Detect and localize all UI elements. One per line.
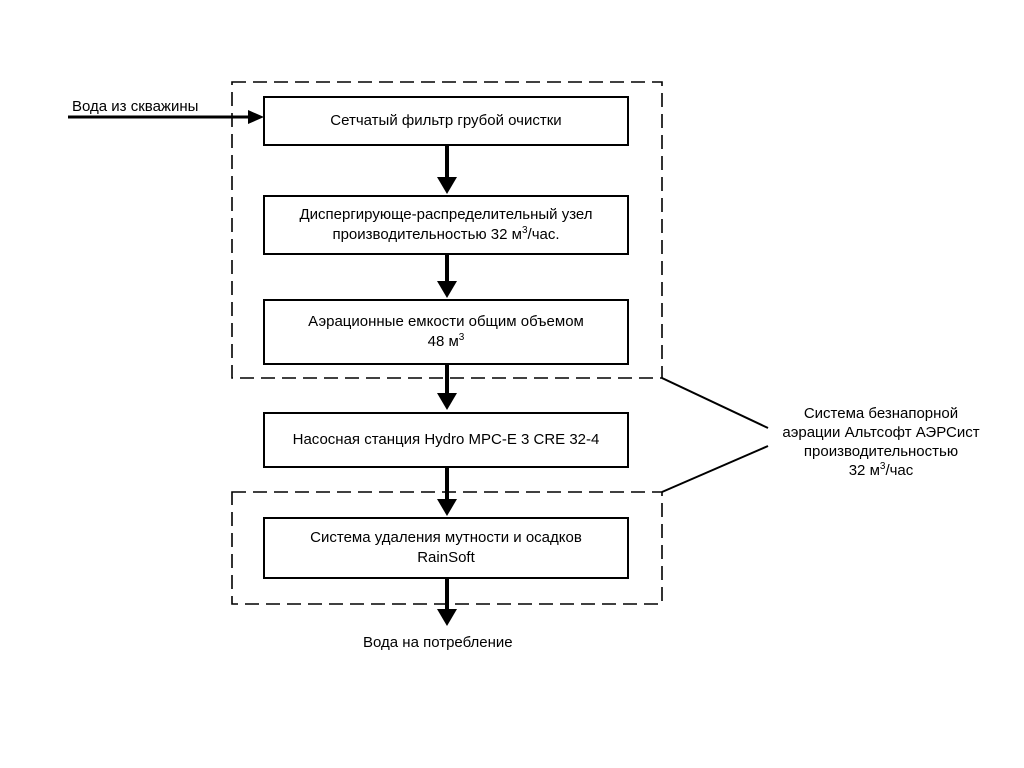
aeration-tanks-box: Аэрационные емкости общим объемом 48 м3 xyxy=(263,299,629,365)
input-label: Вода из скважины xyxy=(72,98,199,115)
flow-arrow-4 xyxy=(437,467,457,516)
pump-station-label: Насосная станция Hydro MPC-E 3 CRE 32-4 xyxy=(292,431,600,448)
flow-arrow-2 xyxy=(437,254,457,298)
leader-line-top xyxy=(661,377,769,429)
turbidity-removal-line2: RainSoft xyxy=(417,549,475,566)
system-label-line2: аэрации Альтсофт АЭРСист xyxy=(782,424,980,441)
dispersing-unit-line2: производительностью 32 м3/час. xyxy=(332,225,560,244)
dispersing-unit-box: Диспергирующе-распределительный узел про… xyxy=(263,195,629,255)
pump-station-box: Насосная станция Hydro MPC-E 3 CRE 32-4 xyxy=(263,412,629,468)
flow-arrow-3 xyxy=(437,364,457,410)
coarse-filter-box: Сетчатый фильтр грубой очистки xyxy=(263,96,629,146)
coarse-filter-label: Сетчатый фильтр грубой очистки xyxy=(330,112,562,129)
system-label-line1: Система безнапорной xyxy=(803,405,959,422)
input-arrowhead xyxy=(248,110,264,124)
aeration-system-label: Система безнапорной аэрации Альтсофт АЭР… xyxy=(766,404,996,480)
flow-arrow-5 xyxy=(437,578,457,626)
aeration-tanks-line1: Аэрационные емкости общим объемом xyxy=(308,313,584,330)
system-label-line3: производительностью xyxy=(803,443,959,460)
aeration-tanks-line2: 48 м3 xyxy=(427,332,465,351)
dispersing-unit-line1: Диспергирующе-распределительный узел xyxy=(299,206,593,223)
system-label-line4: 32 м3/час xyxy=(848,461,914,480)
leader-line-bottom xyxy=(661,445,769,493)
turbidity-removal-line1: Система удаления мутности и осадков xyxy=(310,529,582,546)
flow-arrow-1 xyxy=(437,145,457,194)
aeration-group-frame xyxy=(231,81,663,379)
turbidity-removal-box: Система удаления мутности и осадков Rain… xyxy=(263,517,629,579)
output-label: Вода на потребление xyxy=(363,634,513,651)
